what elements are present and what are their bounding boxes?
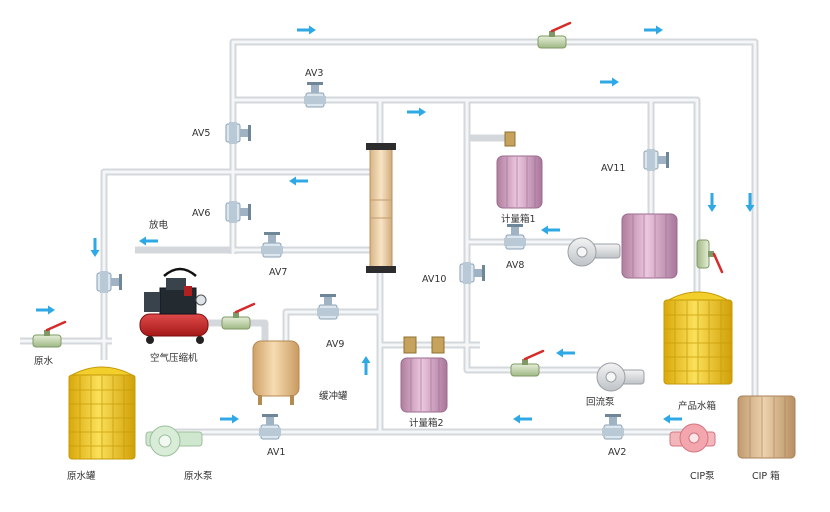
ball-valve-raw-water-icon[interactable] — [32, 320, 67, 348]
valve-av6-icon[interactable] — [225, 201, 251, 223]
flow-arrow-right-icon — [297, 25, 316, 35]
booster-pump-icon[interactable] — [567, 237, 621, 267]
flow-arrow-down-icon — [707, 193, 717, 212]
label-av10: AV10 — [422, 274, 446, 285]
label-av2: AV2 — [608, 447, 626, 458]
label-av11: AV11 — [601, 163, 625, 174]
air-compressor-icon[interactable] — [139, 267, 209, 344]
label-av6: AV6 — [192, 208, 210, 219]
product-water-tank-icon — [663, 291, 733, 385]
flow-arrow-up-icon — [361, 356, 371, 375]
flow-arrow-left-icon — [541, 225, 560, 235]
label-discharge: 放电 — [149, 219, 169, 231]
label-meter-tank-1: 计量箱1 — [501, 213, 536, 225]
label-av8: AV8 — [506, 260, 524, 271]
valve-av7-icon[interactable] — [261, 232, 283, 258]
label-raw-tank: 原水罐 — [67, 470, 96, 482]
valve-av10-icon[interactable] — [459, 262, 485, 284]
flow-arrow-left-icon — [289, 176, 308, 186]
ball-valve-compressor-icon[interactable] — [221, 302, 256, 330]
flow-arrow-right-icon — [220, 414, 239, 424]
meter-tank-2-icon — [400, 336, 448, 413]
label-meter-tank-2: 计量箱2 — [409, 417, 444, 429]
label-av5: AV5 — [192, 128, 210, 139]
large-purple-tank-icon — [621, 213, 678, 279]
labels: AV3 AV5 AV6 AV7 AV8 AV9 AV10 AV11 AV1 AV… — [34, 68, 780, 482]
flow-arrows — [36, 25, 755, 424]
label-product-tank: 产品水箱 — [678, 400, 716, 412]
valve-av9-icon[interactable] — [317, 294, 339, 320]
raw-water-tank-icon — [68, 366, 136, 460]
valve-av2-icon[interactable] — [602, 414, 624, 440]
label-air-compressor: 空气压缩机 — [150, 352, 198, 364]
raw-water-pump-icon[interactable] — [145, 425, 203, 457]
flow-arrow-down-icon — [90, 238, 100, 257]
valve-av11-icon[interactable] — [643, 149, 669, 171]
label-av3: AV3 — [305, 68, 323, 79]
label-raw-pump: 原水泵 — [184, 470, 213, 482]
meter-tank-1-icon — [496, 131, 543, 209]
valve-av5-icon[interactable] — [225, 122, 251, 144]
flow-arrow-right-icon — [407, 107, 426, 117]
valve-av8-icon[interactable] — [504, 224, 526, 250]
label-av1: AV1 — [267, 447, 285, 458]
flow-arrow-left-icon — [513, 414, 532, 424]
label-av9: AV9 — [326, 339, 344, 350]
label-return-pump: 回流泵 — [586, 396, 615, 408]
flow-arrow-left-icon — [139, 236, 158, 246]
valve-av3-icon[interactable] — [304, 82, 326, 108]
flow-arrow-left-icon — [556, 348, 575, 358]
flow-arrow-right-icon — [36, 305, 55, 315]
ball-valve-return-icon[interactable] — [510, 349, 545, 377]
pipe-network — [20, 38, 759, 436]
valve-av1-icon[interactable] — [259, 414, 281, 440]
flow-arrow-right-icon — [600, 77, 619, 87]
membrane-column-icon — [366, 143, 396, 273]
cip-pump-icon[interactable] — [669, 423, 716, 453]
valve-raw-tank-inlet-icon[interactable] — [96, 271, 122, 293]
flow-arrow-right-icon — [644, 25, 663, 35]
flow-arrow-down-icon — [745, 193, 755, 212]
label-buffer-tank: 缓冲罐 — [319, 390, 348, 402]
label-cip-pump: CIP泵 — [690, 471, 715, 482]
label-av7: AV7 — [269, 267, 287, 278]
ball-valve-product-icon[interactable] — [696, 239, 724, 274]
buffer-tank-icon — [252, 340, 300, 405]
label-raw-water: 原水 — [34, 355, 54, 367]
return-pump-icon[interactable] — [596, 362, 645, 392]
cip-tank-icon — [737, 395, 796, 459]
flow-arrow-left-icon — [663, 414, 682, 424]
label-cip-tank: CIP 箱 — [752, 470, 780, 482]
ball-valve-top-icon[interactable] — [537, 21, 572, 49]
